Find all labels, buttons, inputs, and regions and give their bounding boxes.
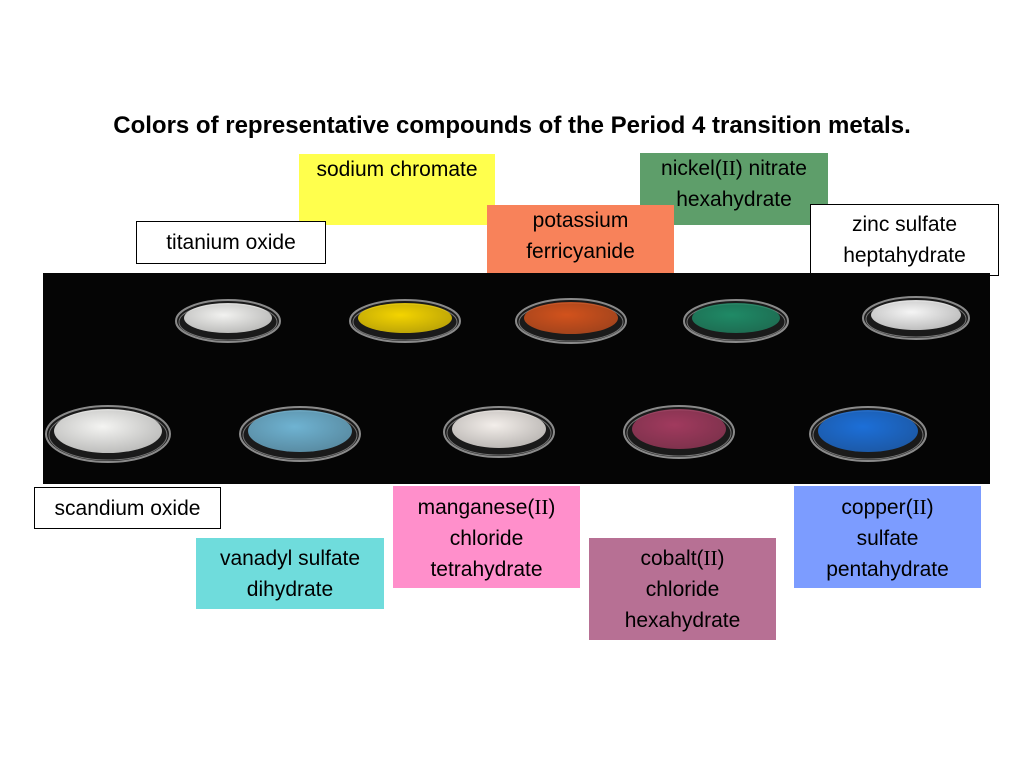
label-text-line1: cobalt(II): [640, 546, 725, 570]
compounds-photo-svg: [45, 296, 970, 463]
label-text-line3: hexahydrate: [624, 609, 741, 632]
label-cobalt-chloride: cobalt(II) chloride hexahydrate: [589, 538, 776, 640]
label-manganese-chloride: manganese(II) chloride tetrahydrate: [393, 486, 580, 588]
label-text: scandium oxide: [54, 496, 201, 520]
slide-title: Colors of representative compounds of th…: [113, 112, 911, 139]
label-text-line2: chloride: [645, 578, 720, 601]
label-copper-sulfate: copper(II) sulfate pentahydrate: [794, 486, 981, 588]
compound-pile: [818, 410, 918, 452]
label-text-line3: pentahydrate: [826, 558, 949, 581]
label-text-line1: zinc sulfate: [851, 213, 958, 236]
label-text-line1: vanadyl sulfate: [219, 547, 361, 570]
label-text-line2: heptahydrate: [843, 244, 966, 267]
dish-titanium-oxide: [175, 299, 281, 343]
label-sodium-chromate: sodium chromate: [299, 154, 495, 225]
compound-pile: [358, 303, 452, 333]
compound-pile: [871, 300, 961, 330]
label-text-line2: dihydrate: [246, 578, 334, 601]
label-text: sodium chromate: [316, 158, 478, 181]
label-text-line2: ferricyanide: [526, 240, 635, 263]
dish-zinc-sulfate: [862, 296, 970, 340]
dish-nickel-nitrate: [683, 299, 789, 343]
compound-pile: [692, 303, 780, 333]
label-text-line1: nickel(II) nitrate: [661, 156, 807, 180]
label-text-line2: sulfate: [856, 527, 919, 550]
dish-copper-sulfate: [809, 406, 927, 462]
compound-pile: [248, 410, 352, 452]
label-potassium-ferricyanide: potassium ferricyanide: [487, 205, 674, 276]
label-vanadyl-sulfate: vanadyl sulfate dihydrate: [196, 538, 384, 609]
label-text-line2: chloride: [449, 527, 524, 550]
label-scandium-oxide: scandium oxide: [34, 487, 221, 529]
compound-pile: [184, 303, 272, 333]
label-text: titanium oxide: [166, 231, 296, 254]
compound-pile: [452, 410, 546, 448]
label-titanium-oxide: titanium oxide: [136, 221, 326, 264]
label-zinc-sulfate: zinc sulfate heptahydrate: [810, 204, 999, 276]
label-text-line1: potassium: [532, 209, 629, 232]
dish-manganese-chloride: [443, 406, 555, 458]
dish-sodium-chromate: [349, 299, 461, 343]
label-text-line1: manganese(II): [417, 495, 556, 519]
label-text-line1: copper(II): [841, 495, 934, 519]
compound-pile: [524, 302, 618, 334]
compound-pile: [54, 409, 162, 453]
compounds-photo: [43, 273, 990, 484]
compound-pile: [632, 409, 726, 449]
label-text-line3: tetrahydrate: [430, 558, 543, 581]
dish-vanadyl-sulfate: [239, 406, 361, 462]
label-text-line2: hexahydrate: [676, 188, 792, 211]
dish-scandium-oxide: [45, 405, 171, 463]
dish-potassium-ferricyanide: [515, 298, 627, 344]
dish-cobalt-chloride: [623, 405, 735, 459]
